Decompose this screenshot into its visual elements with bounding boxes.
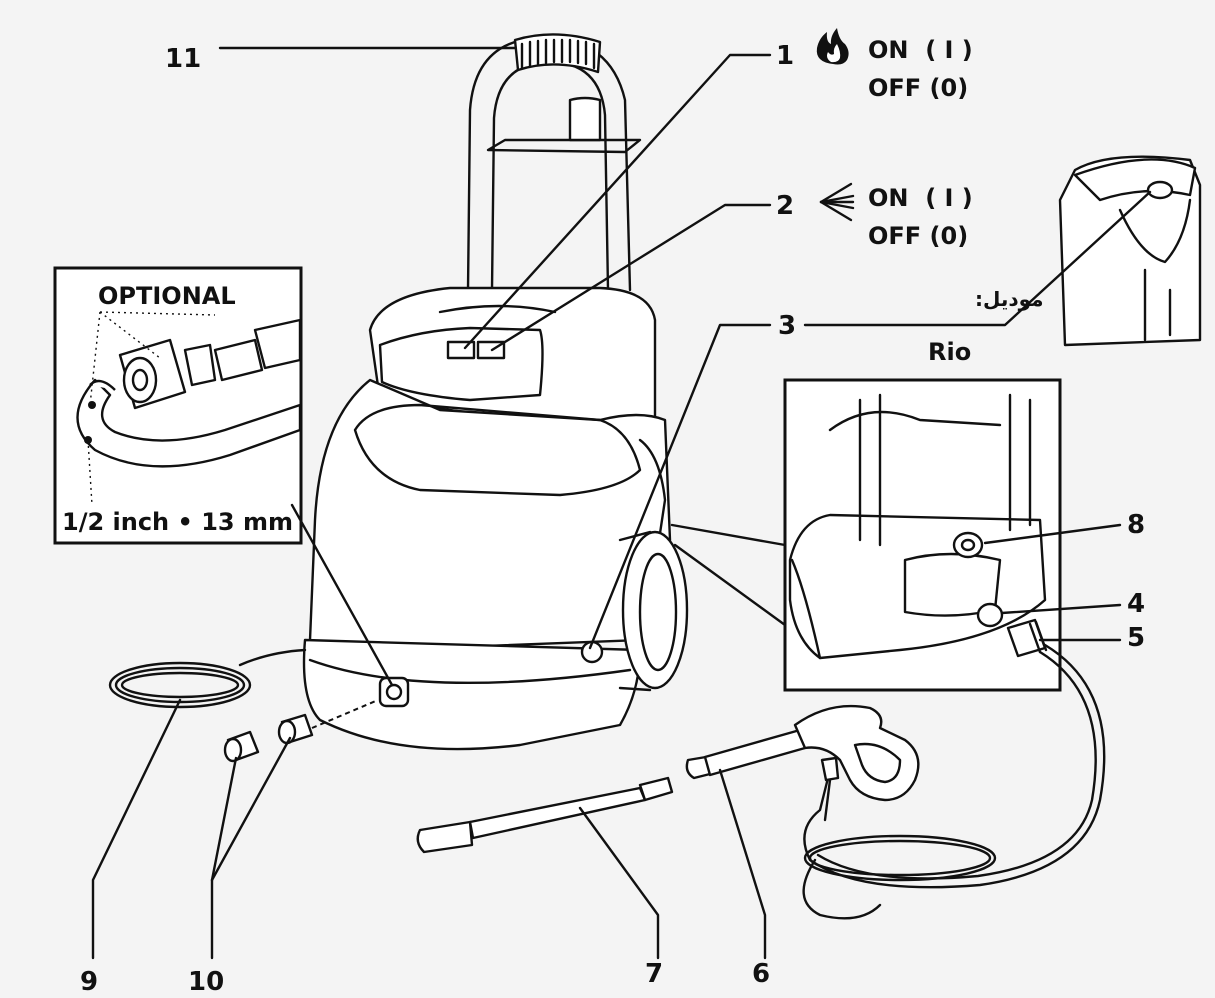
callout-11: 11 xyxy=(165,44,201,74)
callout-1: 1 xyxy=(776,41,794,71)
motor-switch-legend: ON ( I ) OFF (0) xyxy=(868,184,973,250)
rear-connections-inset xyxy=(783,378,1062,692)
callout-5: 5 xyxy=(1127,623,1145,653)
inset-size-label: 1/2 inch • 13 mm xyxy=(62,508,293,536)
handle xyxy=(466,33,642,292)
motor-off-label: OFF (0) xyxy=(868,222,968,250)
base-fitting xyxy=(378,676,410,708)
burner-switch-legend: ON ( I ) OFF (0) xyxy=(868,36,973,102)
base xyxy=(302,638,642,751)
port-8 xyxy=(952,531,984,559)
callout-10: 10 xyxy=(188,967,224,997)
optional-inlet-inset: OPTIONAL 1/2 inch • 13 mm xyxy=(53,266,303,545)
callout-8: 8 xyxy=(1127,510,1145,540)
outlet-port xyxy=(976,602,1004,628)
inset-optional-label: OPTIONAL xyxy=(98,282,236,310)
model-thumbnail xyxy=(1058,155,1202,347)
callout-2: 2 xyxy=(776,191,794,221)
wheel xyxy=(618,530,689,692)
burner-switch[interactable] xyxy=(446,340,476,360)
callout-4: 4 xyxy=(1127,589,1145,619)
callout-3: 3 xyxy=(778,311,796,341)
spray-lance xyxy=(416,776,674,854)
callout-7: 7 xyxy=(645,959,663,989)
flame-icon xyxy=(816,28,849,65)
callout-6: 6 xyxy=(752,959,770,989)
callout-leaders xyxy=(91,46,1152,960)
callout-9: 9 xyxy=(80,967,98,997)
spray-gun xyxy=(685,704,920,822)
motor-on-label: ON ( I ) xyxy=(868,184,973,212)
inlet-fittings xyxy=(223,699,379,763)
model-label: موديل: xyxy=(975,287,1044,311)
power-cord xyxy=(108,648,307,709)
model-name: Rio xyxy=(928,338,971,366)
burner-off-label: OFF (0) xyxy=(868,74,968,102)
pressure-washer-illustration xyxy=(302,33,689,751)
burner-on-label: ON ( I ) xyxy=(868,36,973,64)
fan-icon xyxy=(819,182,855,222)
